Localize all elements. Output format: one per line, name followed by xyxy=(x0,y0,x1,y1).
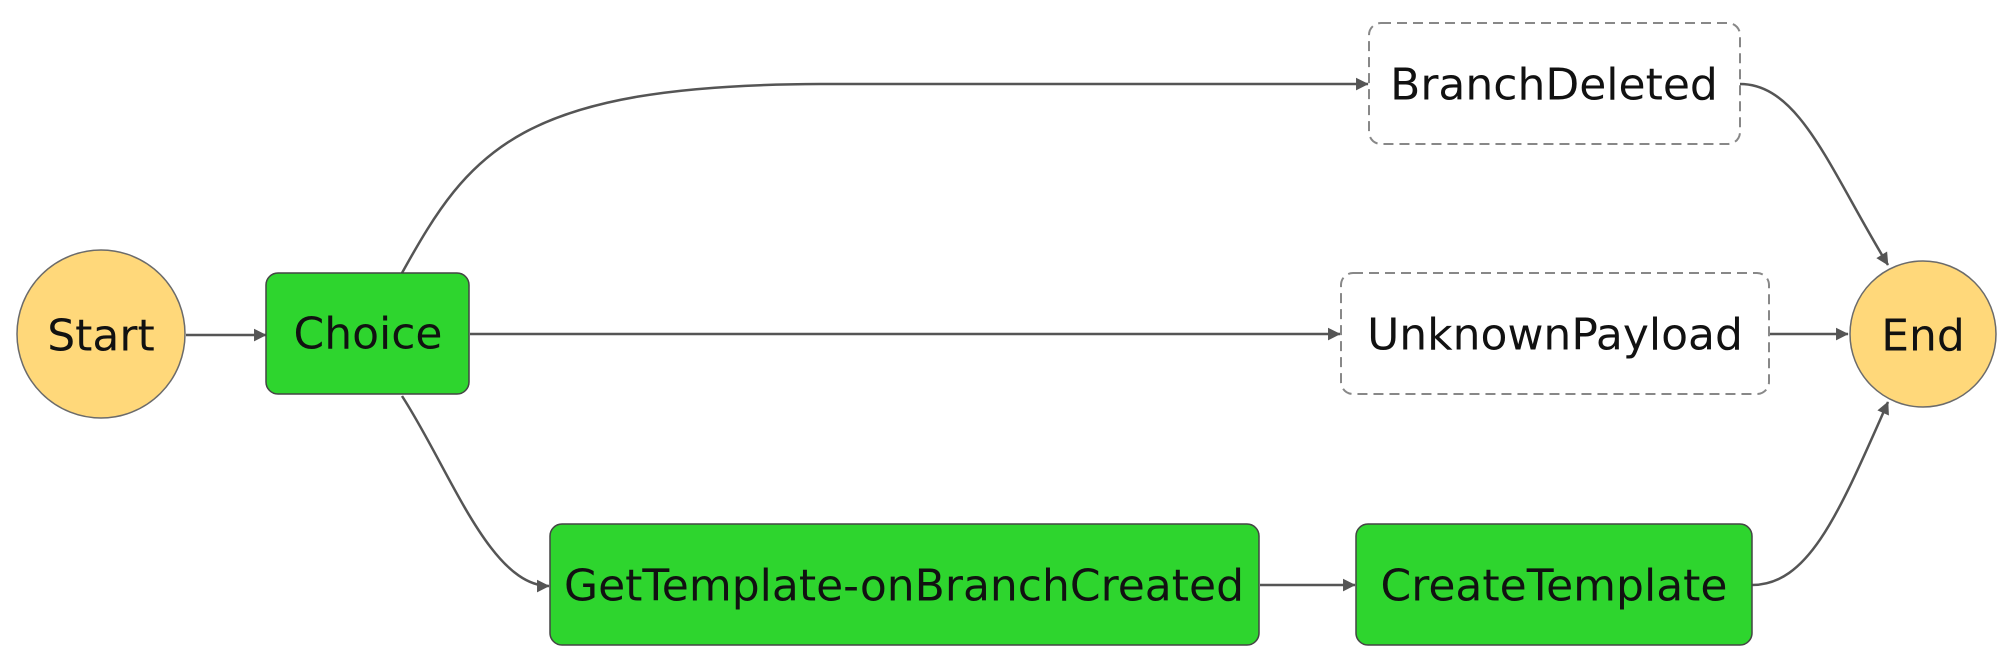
end-label: End xyxy=(1881,311,1965,362)
end-circle xyxy=(1849,260,1997,408)
node-branch-deleted[interactable]: BranchDeleted xyxy=(1368,22,1741,145)
edge-branch-deleted-to-end xyxy=(1739,82,1890,266)
node-end[interactable]: End xyxy=(1849,260,1997,408)
node-start[interactable]: Start xyxy=(16,249,186,419)
edge-create-template-to-end xyxy=(1751,401,1890,587)
node-choice[interactable]: Choice xyxy=(265,272,470,395)
unknown-payload-box xyxy=(1340,272,1770,395)
node-unknown-payload[interactable]: UnknownPayload xyxy=(1340,272,1770,395)
choice-box xyxy=(265,272,470,395)
choice-label: Choice xyxy=(293,309,442,360)
node-create-template[interactable]: CreateTemplate xyxy=(1355,523,1753,646)
create-template-label: CreateTemplate xyxy=(1381,561,1728,612)
edge-choice-to-get-template xyxy=(400,395,550,593)
start-circle xyxy=(16,249,186,419)
create-template-box xyxy=(1355,523,1753,646)
unknown-payload-label: UnknownPayload xyxy=(1367,310,1743,361)
get-template-box xyxy=(549,523,1260,646)
get-template-label: GetTemplate-onBranchCreated xyxy=(564,561,1244,612)
branch-deleted-box xyxy=(1368,22,1741,145)
start-label: Start xyxy=(47,311,155,362)
edge-choice-to-branch-deleted xyxy=(400,77,1369,274)
edges xyxy=(186,77,1890,593)
branch-deleted-label: BranchDeleted xyxy=(1390,60,1718,111)
node-get-template-on-branch-created[interactable]: GetTemplate-onBranchCreated xyxy=(549,523,1260,646)
